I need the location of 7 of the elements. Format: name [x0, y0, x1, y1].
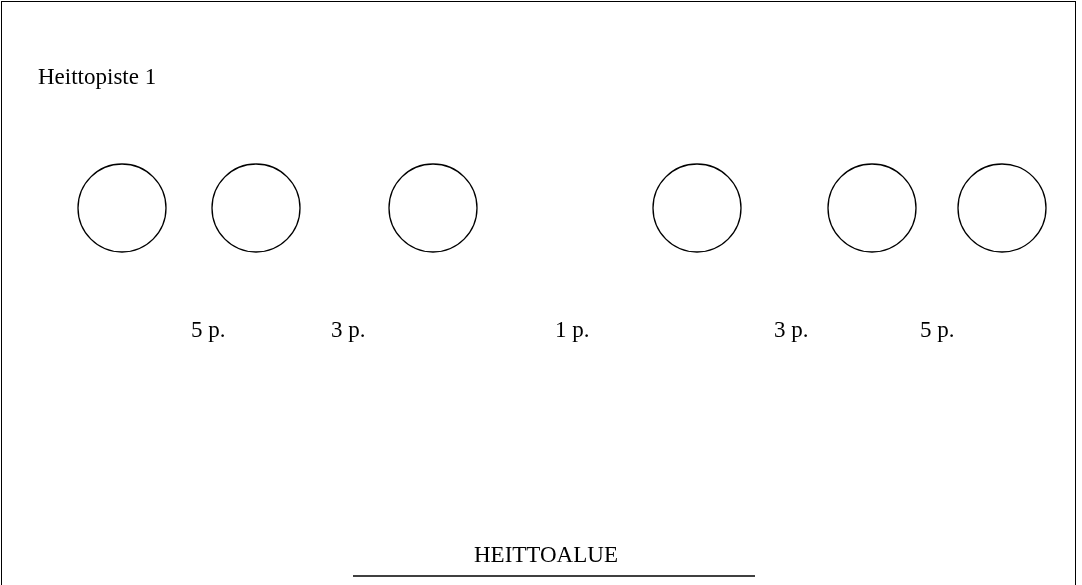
points-label: 1 p. — [555, 318, 590, 341]
points-label: 3 p. — [331, 318, 366, 341]
station-heading: Heittopiste 1 — [38, 65, 157, 88]
points-label: 5 p. — [920, 318, 955, 341]
points-label: 3 p. — [774, 318, 809, 341]
area-label: HEITTOALUE — [474, 543, 618, 566]
points-label: 5 p. — [191, 318, 226, 341]
